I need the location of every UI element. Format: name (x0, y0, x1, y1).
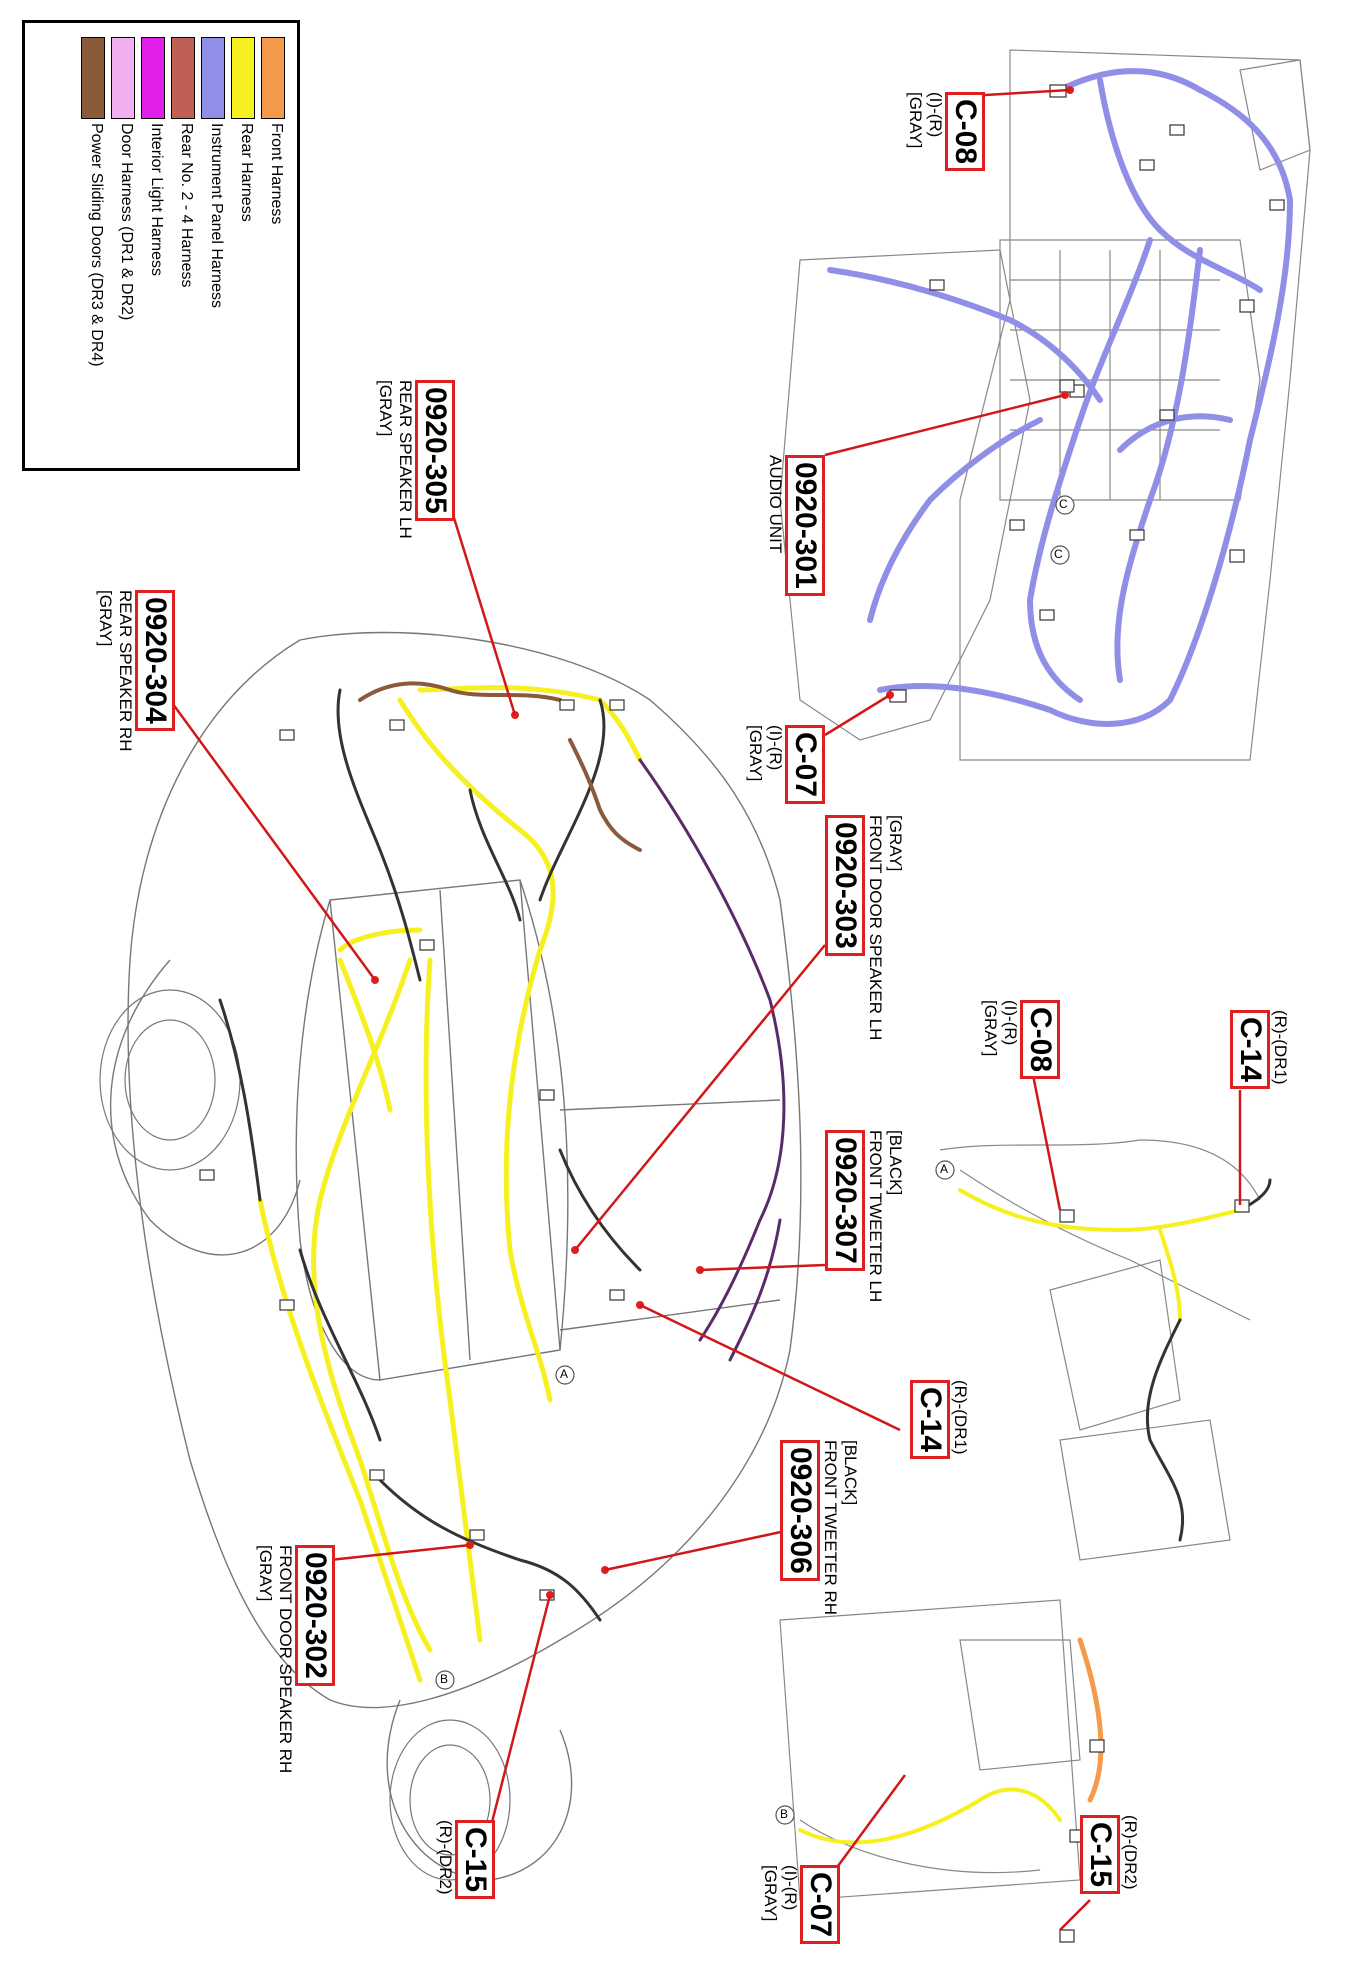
callout-0920-305: 0920-305 REAR SPEAKER LH [GRAY] (375, 380, 455, 539)
legend-label-front: Front Harness (268, 123, 285, 225)
marker-label: B (440, 1672, 449, 1686)
callout-0920-307: [BLACK] FRONT TWEETER LH 0920-307 (825, 1130, 905, 1302)
callout-line: REAR SPEAKER LH (396, 380, 415, 539)
callout-line: FRONT DOOR SPEAKER RH (276, 1545, 295, 1774)
callout-c15-door: (R)-(DR2) C-15 (1080, 1815, 1140, 1895)
callout-code: C-08 (1020, 1000, 1060, 1080)
callout-line: [GRAY] (981, 1000, 1000, 1057)
callout-0920-303: [GRAY] FRONT DOOR SPEAKER LH 0920-303 (825, 815, 905, 1040)
callout-line: [GRAY] (906, 92, 925, 149)
car-body-outline (109, 631, 802, 1881)
callout-c08-top: C-08 (I)-(R) [GRAY] (905, 92, 985, 172)
door-harness-rh (798, 1787, 1062, 1845)
dashboard-outline (779, 49, 1311, 761)
marker-label: B (780, 1807, 789, 1821)
legend: Front Harness Rear Harness Instrument Pa… (22, 20, 300, 471)
callout-line: [GRAY] (886, 815, 905, 872)
callout-line: FRONT TWEETER RH (821, 1440, 840, 1616)
car-wheel-rear (389, 1719, 511, 1881)
callout-0920-304: 0920-304 REAR SPEAKER RH [GRAY] (95, 590, 175, 752)
legend-label-ip: Instrument Panel Harness (208, 123, 225, 308)
callout-line: [BLACK] (841, 1440, 860, 1506)
callout-c08-door: C-08 (I)-(R) [GRAY] (980, 1000, 1060, 1080)
callout-c14-mid: (R)-(DR1) C-14 (910, 1380, 970, 1460)
rear-harness (257, 685, 643, 1683)
callout-line: FRONT TWEETER LH (866, 1130, 885, 1303)
callout-code: 0920-301 (785, 455, 825, 596)
callout-line: [GRAY] (96, 590, 115, 647)
callout-0920-306: [BLACK] FRONT TWEETER RH 0920-306 (780, 1440, 860, 1615)
callout-line: (R)-(DR1) (951, 1380, 970, 1455)
legend-swatch-ip (201, 37, 225, 119)
rear-no2-harness (218, 688, 642, 1622)
callout-line: (R)-(DR2) (1121, 1815, 1140, 1890)
callout-line: (R)-(DR2) (436, 1820, 455, 1895)
callout-c07-top: C-07 (I)-(R) [GRAY] (745, 725, 825, 805)
callout-code: 0920-304 (135, 590, 175, 731)
door-view-rh-outline (779, 1599, 1081, 1901)
callout-line: [BLACK] (886, 1130, 905, 1196)
callout-line: (I)-(R) (926, 92, 945, 138)
callout-line: (I)-(R) (766, 725, 785, 771)
legend-label-door: Door Harness (DR1 & DR2) (118, 123, 135, 321)
power-sliding-door-harness (358, 681, 642, 852)
legend-swatch-psd (81, 37, 105, 119)
callout-line: [GRAY] (376, 380, 395, 437)
callout-code: C-07 (785, 725, 825, 805)
callout-line: (R)-(DR1) (1271, 1010, 1290, 1085)
legend-swatch-door (111, 37, 135, 119)
callout-line: (I)-(R) (781, 1865, 800, 1911)
callout-line: FRONT DOOR SPEAKER LH (866, 815, 885, 1041)
callout-0920-302: 0920-302 FRONT DOOR SPEAKER RH [GRAY] (255, 1545, 335, 1773)
callout-code: C-14 (1230, 1010, 1270, 1090)
marker-label: C (1059, 497, 1068, 511)
legend-swatch-interior-light (141, 37, 165, 119)
marker-label: A (940, 1162, 949, 1176)
callout-code: C-15 (455, 1820, 495, 1900)
legend-label-interior-light: Interior Light Harness (148, 123, 165, 276)
door-harness-dr1 (638, 758, 786, 1362)
callout-line: REAR SPEAKER RH (116, 590, 135, 752)
callout-0920-301: 0920-301 AUDIO UNIT (765, 455, 825, 596)
legend-label-psd: Power Sliding Doors (DR3 & DR4) (88, 123, 105, 367)
callout-line: (I)-(R) (1001, 1000, 1020, 1046)
front-harness-rh (1077, 1637, 1104, 1803)
legend-swatch-rear (231, 37, 255, 119)
callout-line: [GRAY] (761, 1865, 780, 1922)
leader-lines (168, 88, 1242, 1931)
instrument-panel-harness (827, 68, 1293, 727)
callout-code: 0920-305 (415, 380, 455, 521)
callout-c15-car: C-15 (R)-(DR2) (435, 1820, 495, 1900)
car-wheel-front (99, 989, 241, 1171)
callout-code: 0920-302 (295, 1545, 335, 1686)
callout-code: 0920-306 (780, 1440, 820, 1581)
callout-code: C-14 (910, 1380, 950, 1460)
door-view-lh-outline (939, 1139, 1261, 1561)
marker-label: A (560, 1367, 569, 1381)
legend-swatch-rear-no2 (171, 37, 195, 119)
callout-code: C-08 (945, 92, 985, 172)
legend-label-rear: Rear Harness (238, 123, 255, 222)
callout-c07-door: C-07 (I)-(R) [GRAY] (760, 1865, 840, 1945)
legend-swatch-front (261, 37, 285, 119)
door-harness-lh (958, 1188, 1242, 1322)
marker-label: C (1054, 547, 1063, 561)
callout-code: C-15 (1080, 1815, 1120, 1895)
callout-line: AUDIO UNIT (766, 455, 785, 554)
legend-label-rear-no2: Rear No. 2 - 4 Harness (178, 123, 195, 288)
door-wires-lh (1145, 1178, 1272, 1542)
callout-code: C-07 (800, 1865, 840, 1945)
callout-code: 0920-307 (825, 1130, 865, 1271)
callout-line: [GRAY] (256, 1545, 275, 1602)
callout-code: 0920-303 (825, 815, 865, 956)
callout-c14-door: (R)-(DR1) C-14 (1230, 1010, 1290, 1090)
connector-points (371, 86, 1074, 1599)
marker-circles (435, 495, 1075, 1825)
callout-line: [GRAY] (746, 725, 765, 782)
